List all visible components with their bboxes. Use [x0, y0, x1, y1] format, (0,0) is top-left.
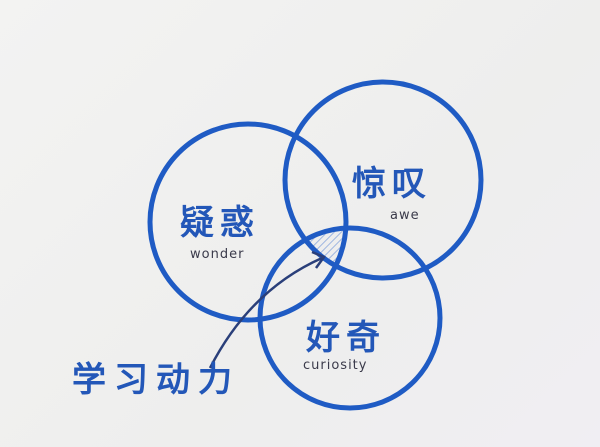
arrow-line	[208, 256, 323, 369]
wonder-subtitle: wonder	[190, 247, 245, 262]
wonder-circle	[147, 121, 349, 323]
curiosity-subtitle: curiosity	[303, 358, 368, 373]
curiosity-circle	[257, 225, 443, 411]
awe-title: 惊叹	[352, 164, 432, 204]
awe-subtitle: awe	[390, 208, 420, 223]
awe-circle	[282, 79, 484, 281]
learning-motivation-label: 学习动力	[72, 360, 240, 400]
wonder-title: 疑惑	[180, 203, 260, 243]
curiosity-title: 好奇	[306, 318, 386, 358]
arrow-head-icon	[311, 250, 326, 269]
